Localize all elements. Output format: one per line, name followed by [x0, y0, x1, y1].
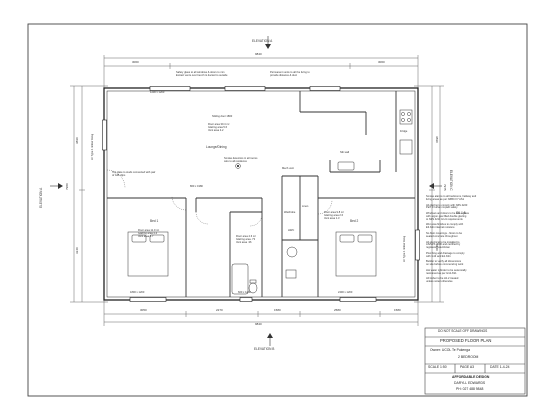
kitchen-fixtures — [337, 109, 413, 171]
bath-area-note: Floor area 4.6 m² Glazing area .73 Vent … — [236, 235, 256, 244]
notes-scale-label: SK 1:5 — [456, 211, 466, 215]
dim-bottom-e: 1580 — [394, 308, 401, 312]
dim-top-right: 3060 — [378, 60, 385, 64]
smoke-detector-note: Smoke detectors in all rooms wire to all… — [224, 157, 258, 163]
kitchen-fridge-label: Fridge — [400, 130, 408, 133]
title-block-company: AFFORDABLE DESIGN — [452, 375, 490, 379]
bottom-dimensions — [103, 300, 419, 326]
general-notes: Smoke alarms to all bedrooms, hallway an… — [426, 195, 477, 284]
hwc-label: HWC — [288, 229, 295, 232]
sheet-border — [27, 23, 528, 397]
side-window-left-note: LF Type 1 timber lining — [91, 133, 94, 160]
title-block-contact: DARYLL EDWARDS — [454, 381, 486, 385]
title-block-warning: DO NOT SCALE OFF DRAWINGS — [438, 329, 488, 333]
beds — [127, 231, 377, 277]
left-dimensions — [70, 85, 108, 303]
window-size-note-4: 2400 x 1200 — [338, 291, 353, 294]
right-dimensions — [414, 85, 444, 303]
title-block-owner: Owner: UCOL Te Pukenga — [430, 348, 470, 352]
dim-bottom-c: 1580 — [274, 308, 281, 312]
nib-wall-label: Nib wall — [340, 151, 350, 154]
window-size-note-2: 1800 x 1200 — [130, 291, 145, 294]
dim-overall-bottom: 9840 — [255, 322, 262, 326]
elevation-left-marker — [50, 183, 63, 189]
top-dimensions — [103, 55, 419, 90]
bed1-clip-note: Top plate to studs connected with pair o… — [112, 171, 156, 177]
linen-label: Linen — [302, 205, 309, 208]
title-block-bedrooms: 2 BEDROOM — [458, 355, 479, 359]
dim-bottom-d: 2580 — [334, 308, 341, 312]
dim-bottom-a: 3050 — [140, 308, 147, 312]
smoke-detectors — [235, 163, 241, 169]
window-size-note-3: 600 x 1200 — [238, 291, 251, 294]
external-walls — [103, 87, 419, 301]
elevation-bottom-marker — [267, 333, 273, 346]
dim-overall-top: 9840 — [255, 52, 262, 56]
elevation-right-label: ELEVATION C — [449, 170, 453, 191]
elevation-top-label: ELEVATION A — [252, 39, 273, 43]
bed1-area-note: Floor area 11.9 m² Glazing area 3.4 Vent… — [138, 229, 160, 238]
elevation-left-label: ELEVATION A — [39, 187, 43, 208]
title-block-phone: PH: 027 488 9848 — [456, 387, 484, 391]
dim-right-total: 7975 — [443, 184, 447, 191]
lounge-label: Lounge/Dining — [206, 145, 227, 149]
note-safety-glass: Safety glass to all windows & doors to m… — [176, 71, 228, 77]
windows — [102, 86, 420, 302]
title-block-date: DATE 1-4-24 — [490, 365, 510, 369]
title-block-page: PAGE A3 — [460, 365, 475, 369]
bed1-label: Bed 1 — [150, 219, 159, 223]
door-size-note: 860 x 1980 — [190, 185, 203, 188]
title-block-scale: SCALE 1:50 — [428, 365, 447, 369]
dim-right-upper: 3890 — [435, 136, 439, 143]
elevation-right-marker — [429, 183, 442, 189]
door-swings — [106, 169, 333, 227]
internal-walls — [107, 91, 415, 297]
bed2-area-note: Floor area 9.8 m² Glazing area 2.6 Vent … — [324, 211, 344, 220]
lounge-area-note: Floor area 30.4 m² Glazing area 5.6 Vent… — [208, 123, 230, 132]
bed2-label: Bed 2 — [350, 219, 359, 223]
elevation-bottom-label: ELEVATION B — [254, 347, 275, 351]
note-permanent-vent: Permanent vents to all the living to pro… — [270, 71, 310, 77]
window-size-note: 1200 x 1200 — [150, 91, 165, 94]
elevation-top-marker — [265, 36, 271, 49]
dim-bottom-b: 2270 — [216, 308, 223, 312]
dim-left-total: 7980 — [65, 183, 69, 190]
dim-top-left: 3060 — [132, 60, 139, 64]
title-block — [424, 327, 526, 395]
side-window-right-note: LF Type 1 timber lining — [403, 235, 406, 262]
bathroom-fixtures — [231, 246, 298, 295]
title-block-title: PROPOSED FLOOR PLAN — [440, 338, 492, 343]
dim-left-lower: 3240 — [75, 247, 79, 254]
dim-left-upper: 3890 — [75, 137, 79, 144]
sliding-door-note: Sliding door 1800 — [212, 115, 233, 118]
wardrobe-label: Wardrobe — [284, 211, 296, 214]
mech-vent-label: Mech vent — [282, 167, 294, 170]
